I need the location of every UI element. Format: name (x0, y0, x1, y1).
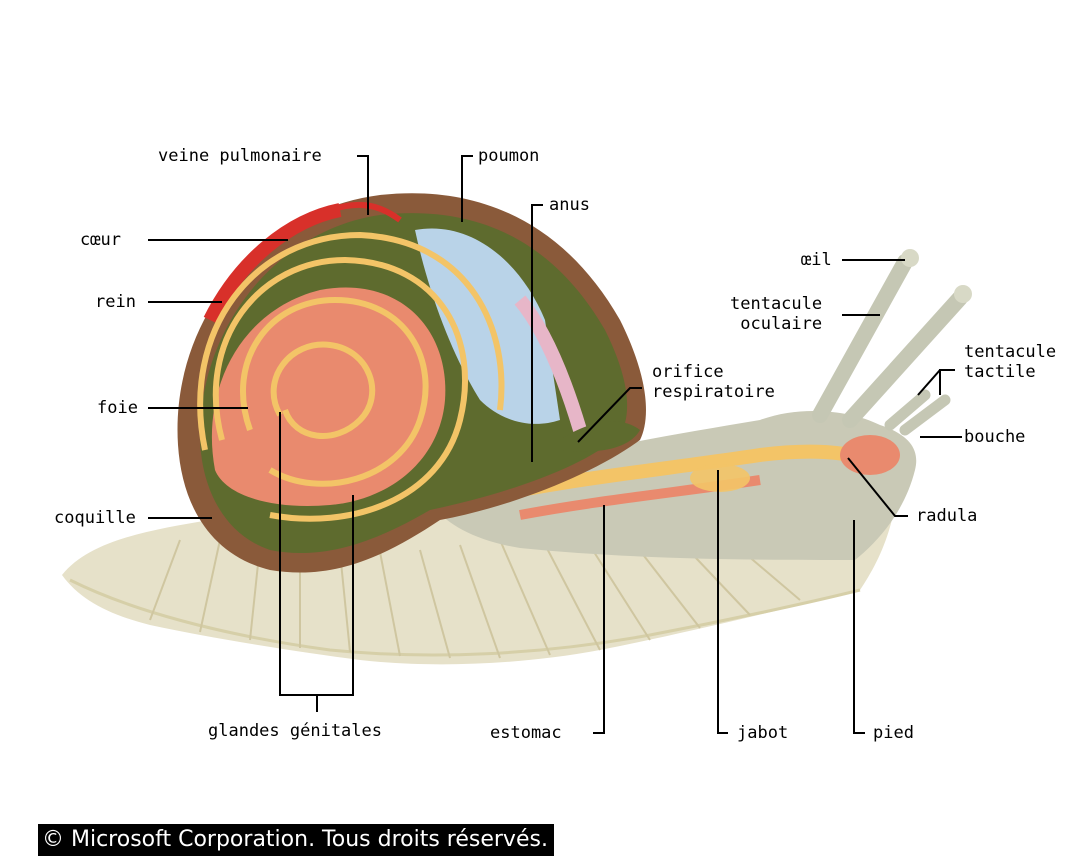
leader-tentacule-tactile (940, 370, 955, 395)
label-tentacule-oculaire: tentacule oculaire (730, 294, 822, 334)
label-coquille: coquille (54, 508, 136, 528)
label-estomac: estomac (490, 723, 562, 743)
label-poumon: poumon (478, 146, 539, 166)
label-pied: pied (873, 723, 914, 743)
label-glandes-genitales: glandes génitales (208, 721, 382, 741)
label-coeur: cœur (80, 230, 121, 250)
label-tentacule-tactile: tentacule tactile (964, 342, 1056, 382)
label-rein: rein (95, 292, 136, 312)
label-veine-pulmonaire: veine pulmonaire (158, 146, 322, 166)
label-radula: radula (916, 506, 977, 526)
copyright-notice: © Microsoft Corporation. Tous droits rés… (38, 824, 554, 856)
label-anus: anus (549, 195, 590, 215)
label-foie: foie (97, 398, 138, 418)
label-orifice-respiratoire: orifice respiratoire (652, 362, 775, 402)
label-jabot: jabot (737, 723, 788, 743)
tentacles (820, 249, 972, 430)
label-bouche: bouche (964, 427, 1025, 447)
label-oeil: œil (801, 250, 832, 270)
